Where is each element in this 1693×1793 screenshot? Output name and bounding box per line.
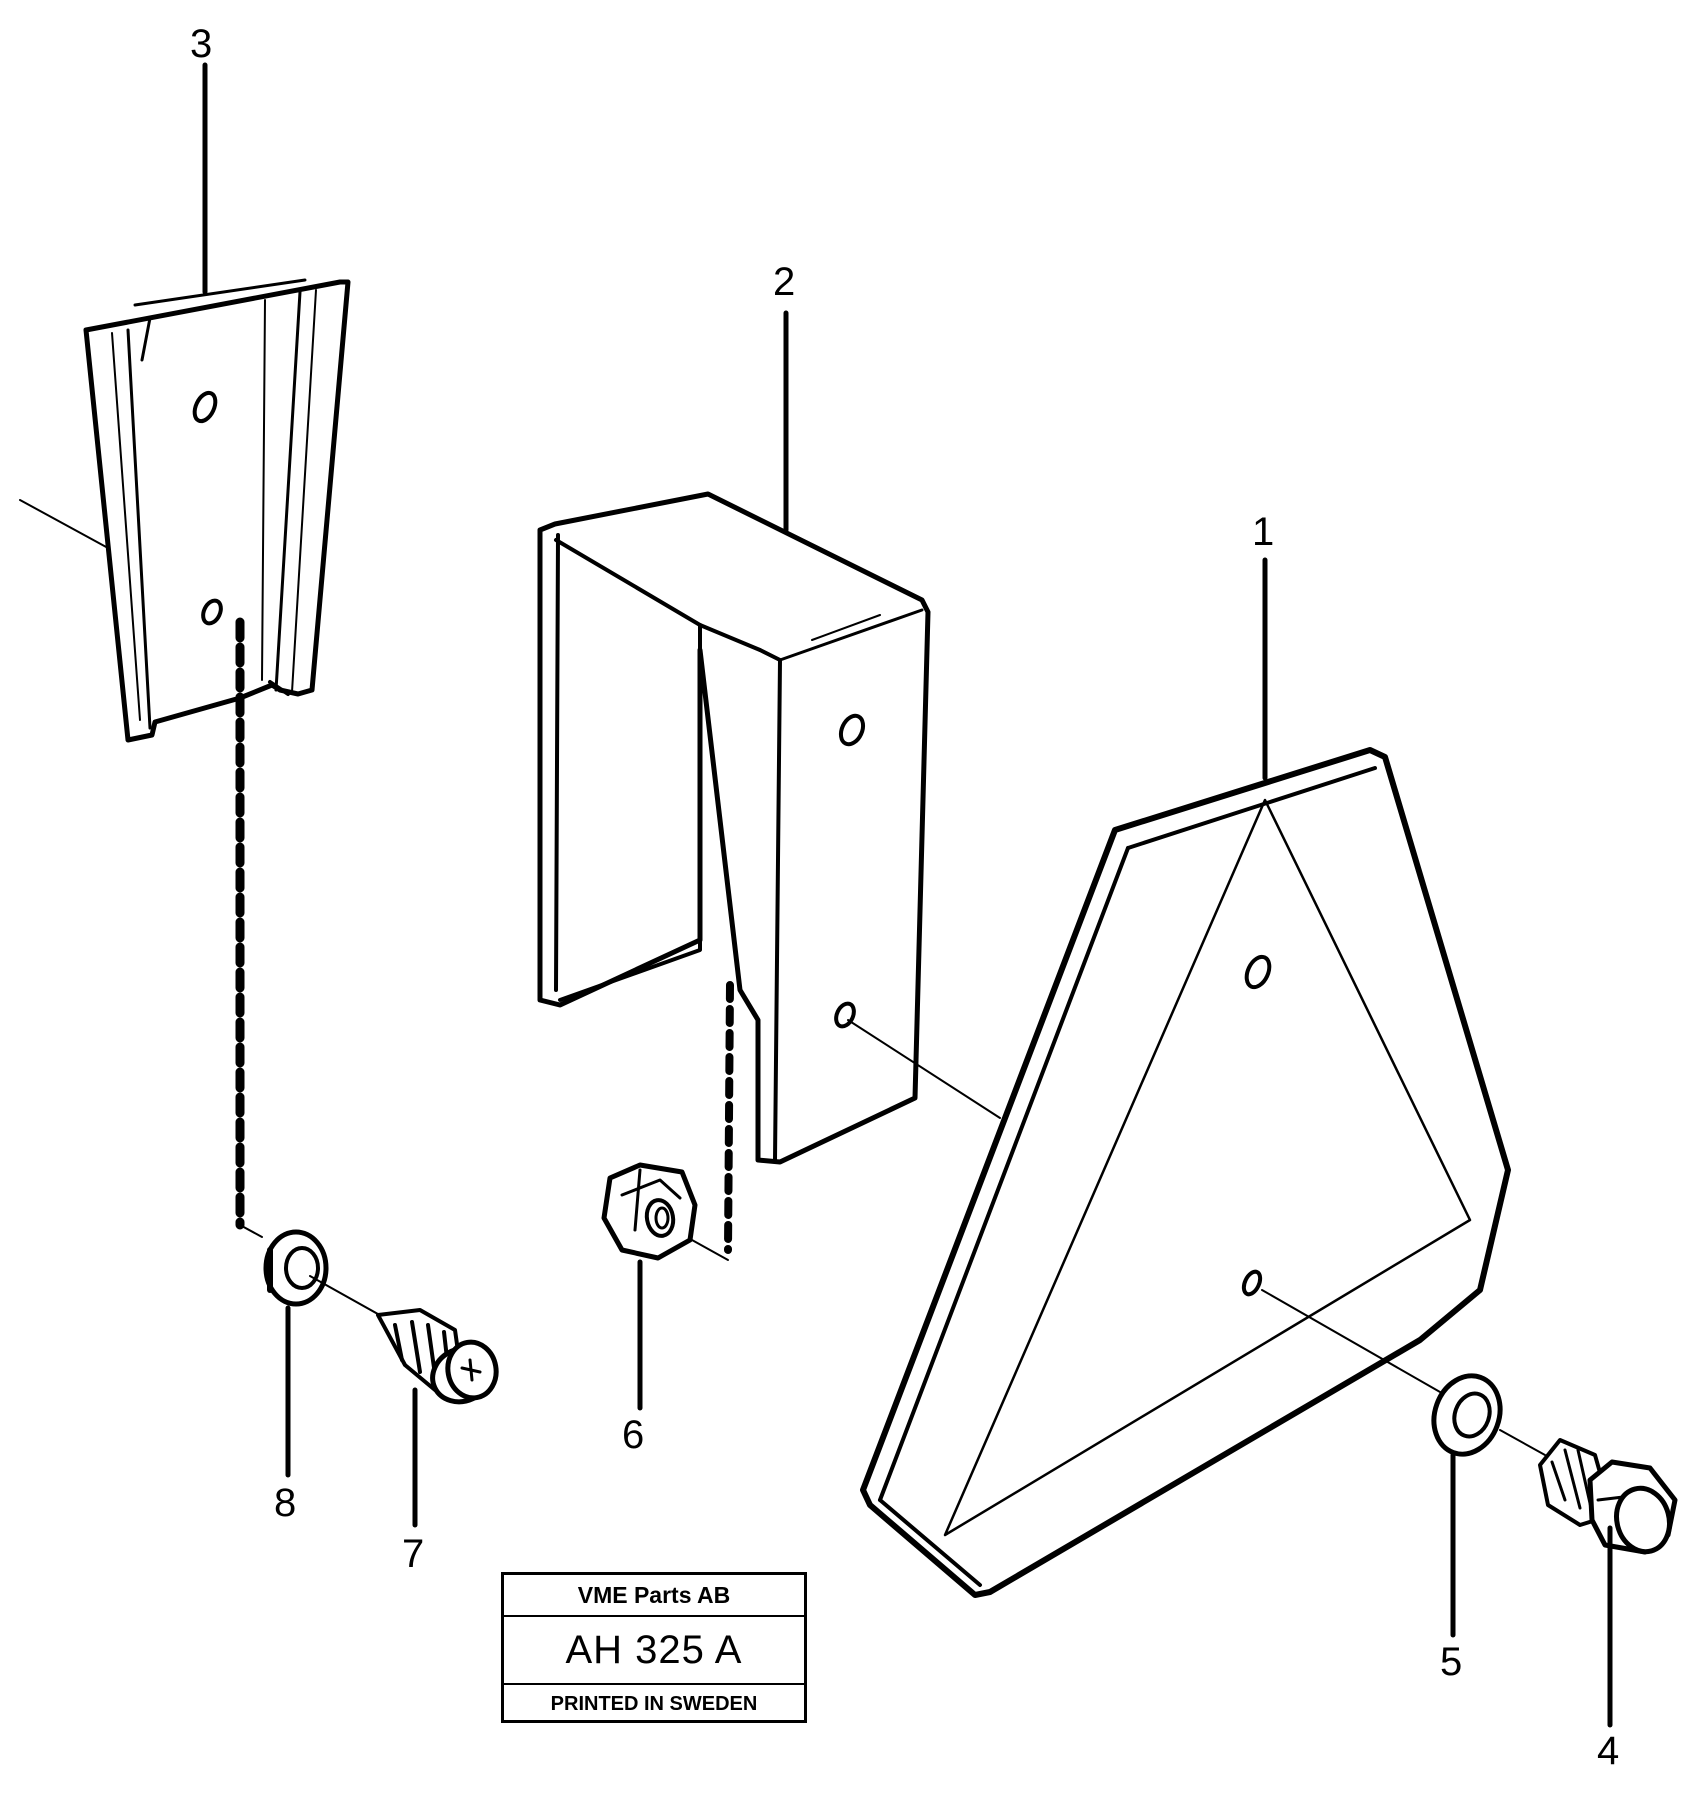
callout-number-1: 1 <box>1252 510 1274 554</box>
callout-number-2: 2 <box>773 260 795 304</box>
callout-number-7: 7 <box>402 1532 424 1576</box>
reflector-plate-part-1 <box>860 747 1511 1598</box>
callout-leaders <box>202 62 1613 1728</box>
printed-note: PRINTED IN SWEDEN <box>550 1693 758 1715</box>
washer-part-5 <box>1431 1373 1503 1457</box>
callout-number-5: 5 <box>1440 1640 1462 1684</box>
title-block: VME Parts AB AH 325 A PRINTED IN SWEDEN <box>501 1572 807 1723</box>
tapping-screw-part-7 <box>376 1308 499 1405</box>
callout-number-8: 8 <box>274 1481 296 1525</box>
callout-number-4: 4 <box>1597 1729 1619 1773</box>
company-name: VME Parts AB <box>504 1575 804 1617</box>
channel-bracket-part-3 <box>19 278 351 743</box>
callout-number-6: 6 <box>622 1413 644 1457</box>
drawing-number: AH 325 A <box>504 1617 804 1685</box>
callout-number-3: 3 <box>190 22 212 66</box>
u-bracket-part-2 <box>537 491 931 1165</box>
washer-part-8 <box>263 1229 329 1307</box>
hex-nut-part-6 <box>601 1162 698 1261</box>
